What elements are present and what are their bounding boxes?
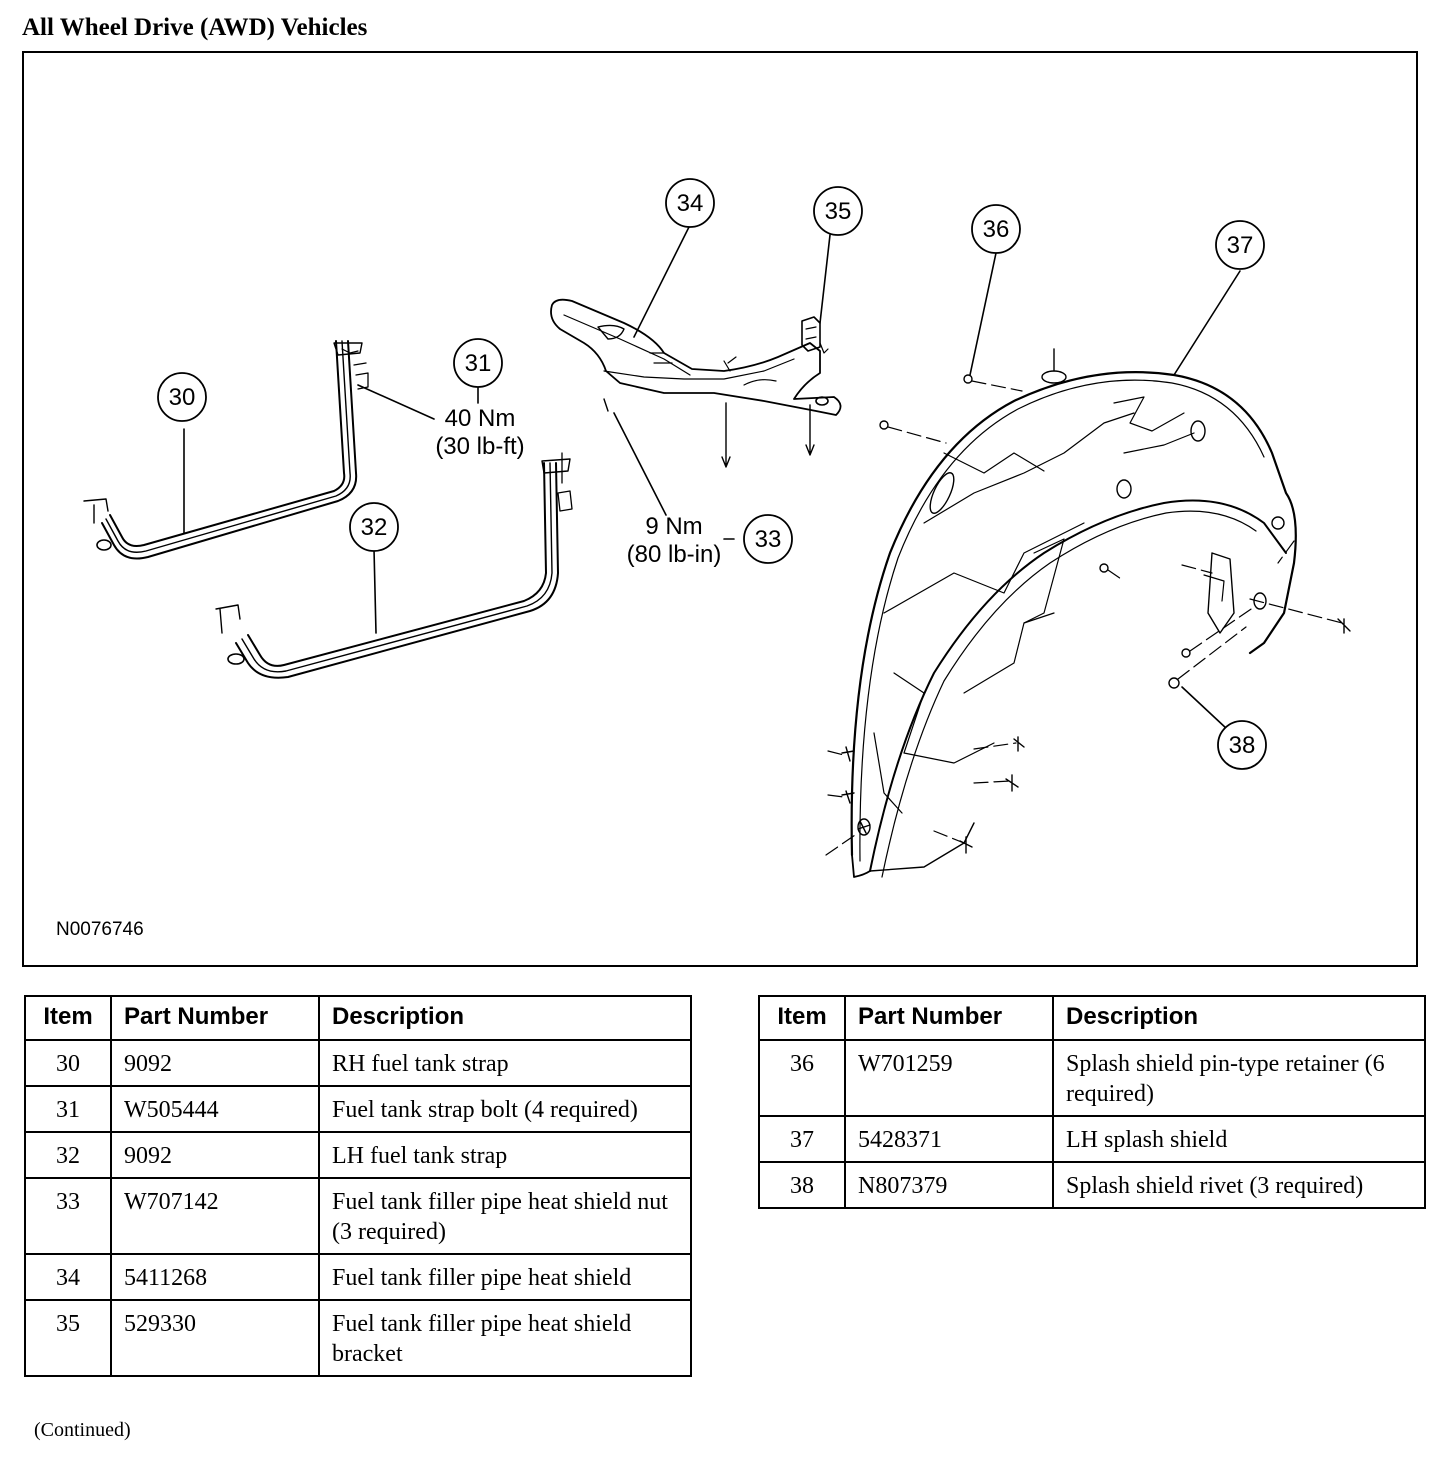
exploded-view-diagram: 30 31 32 33 34 35 36 37 38 40 Nm (30 lb-… bbox=[22, 51, 1418, 967]
cell-description: LH fuel tank strap bbox=[318, 1131, 692, 1179]
cell-description: Splash shield pin-type retainer (6 requi… bbox=[1052, 1039, 1426, 1117]
cell-part-number: W701259 bbox=[844, 1039, 1054, 1117]
torque-31-imperial: (30 lb-ft) bbox=[435, 433, 524, 460]
header-part-number: Part Number bbox=[844, 995, 1054, 1041]
callout-30: 30 bbox=[169, 384, 196, 411]
rh-fuel-tank-strap-drawing bbox=[83, 340, 369, 560]
cell-description: Splash shield rivet (3 required) bbox=[1052, 1161, 1426, 1209]
heat-shield-bracket-drawing bbox=[801, 316, 829, 354]
cell-part-number: W505444 bbox=[110, 1085, 320, 1133]
cell-item: 30 bbox=[24, 1039, 112, 1087]
cell-description: LH splash shield bbox=[1052, 1115, 1426, 1163]
header-item: Item bbox=[758, 995, 846, 1041]
callout-labels: 30 31 32 33 34 35 36 37 38 bbox=[169, 190, 1256, 759]
cell-description: Fuel tank filler pipe heat shield bracke… bbox=[318, 1299, 692, 1377]
figure-id: N0076746 bbox=[56, 919, 144, 940]
callout-35: 35 bbox=[825, 198, 852, 225]
cell-item: 35 bbox=[24, 1299, 112, 1377]
table-row: 31 W505444 Fuel tank strap bolt (4 requi… bbox=[24, 1085, 692, 1133]
callout-31: 31 bbox=[465, 350, 492, 377]
cell-item: 36 bbox=[758, 1039, 846, 1117]
callout-34: 34 bbox=[677, 190, 704, 217]
cell-description: Fuel tank strap bolt (4 required) bbox=[318, 1085, 692, 1133]
header-part-number: Part Number bbox=[110, 995, 320, 1041]
lh-fuel-tank-strap-drawing bbox=[215, 452, 573, 679]
table-row: 37 5428371 LH splash shield bbox=[758, 1115, 1426, 1163]
cell-item: 34 bbox=[24, 1253, 112, 1301]
table-row: 35 529330 Fuel tank filler pipe heat shi… bbox=[24, 1299, 692, 1377]
leader-lines bbox=[183, 224, 1243, 744]
parts-table-left: Item Part Number Description 30 9092 RH … bbox=[24, 995, 692, 1377]
callout-circles bbox=[157, 178, 1267, 770]
cell-part-number: 5411268 bbox=[110, 1253, 320, 1301]
cell-item: 31 bbox=[24, 1085, 112, 1133]
installation-lines bbox=[825, 380, 1343, 856]
torque-specs: 40 Nm (30 lb-ft) 9 Nm (80 lb-in) bbox=[435, 405, 721, 568]
table-row: 36 W701259 Splash shield pin-type retain… bbox=[758, 1039, 1426, 1117]
header-item: Item bbox=[24, 995, 112, 1041]
filler-pipe-heat-shield-drawing bbox=[550, 298, 842, 416]
fastener-drawings bbox=[603, 348, 1351, 854]
table-row: 32 9092 LH fuel tank strap bbox=[24, 1131, 692, 1179]
cell-item: 38 bbox=[758, 1161, 846, 1209]
callout-36: 36 bbox=[983, 216, 1010, 243]
cell-part-number: W707142 bbox=[110, 1177, 320, 1255]
callout-32: 32 bbox=[361, 514, 388, 541]
table-row: 33 W707142 Fuel tank filler pipe heat sh… bbox=[24, 1177, 692, 1255]
callout-33: 33 bbox=[755, 526, 782, 553]
section-title: All Wheel Drive (AWD) Vehicles bbox=[22, 14, 368, 41]
cell-part-number: 9092 bbox=[110, 1131, 320, 1179]
torque-31-metric: 40 Nm bbox=[445, 405, 516, 432]
continued-note: (Continued) bbox=[34, 1419, 131, 1441]
table-row: 34 5411268 Fuel tank filler pipe heat sh… bbox=[24, 1253, 692, 1301]
cell-description: Fuel tank filler pipe heat shield bbox=[318, 1253, 692, 1301]
cell-description: RH fuel tank strap bbox=[318, 1039, 692, 1087]
cell-description: Fuel tank filler pipe heat shield nut (3… bbox=[318, 1177, 692, 1255]
cell-part-number: 5428371 bbox=[844, 1115, 1054, 1163]
cell-item: 33 bbox=[24, 1177, 112, 1255]
callout-37: 37 bbox=[1227, 232, 1254, 259]
lh-splash-shield-drawing bbox=[850, 370, 1297, 878]
cell-item: 32 bbox=[24, 1131, 112, 1179]
callout-38: 38 bbox=[1229, 732, 1256, 759]
parts-table-right: Item Part Number Description 36 W701259 … bbox=[758, 995, 1426, 1209]
header-description: Description bbox=[318, 995, 692, 1041]
cell-item: 37 bbox=[758, 1115, 846, 1163]
table-header-row: Item Part Number Description bbox=[24, 995, 692, 1041]
table-header-row: Item Part Number Description bbox=[758, 995, 1426, 1041]
table-row: 38 N807379 Splash shield rivet (3 requir… bbox=[758, 1161, 1426, 1209]
cell-part-number: N807379 bbox=[844, 1161, 1054, 1209]
cell-part-number: 9092 bbox=[110, 1039, 320, 1087]
torque-33-metric: 9 Nm bbox=[645, 513, 702, 540]
cell-part-number: 529330 bbox=[110, 1299, 320, 1377]
header-description: Description bbox=[1052, 995, 1426, 1041]
table-row: 30 9092 RH fuel tank strap bbox=[24, 1039, 692, 1087]
torque-33-imperial: (80 lb-in) bbox=[627, 541, 722, 568]
